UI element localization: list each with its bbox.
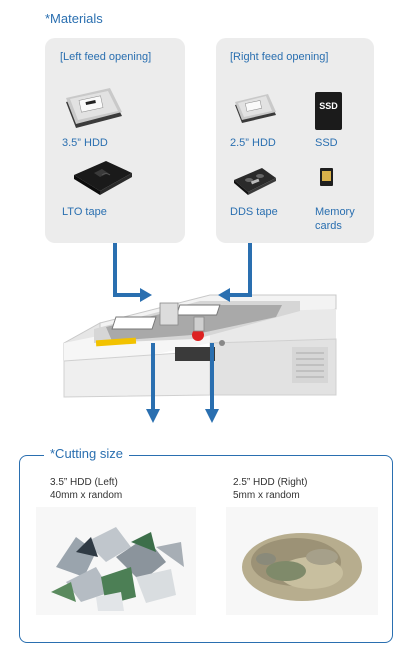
item-label-memory: Memory (315, 206, 355, 218)
item-label-lto-tape: LTO tape (62, 206, 107, 218)
left-feed-title: [Left feed opening] (60, 51, 152, 63)
shredded-2-5-hdd-image (226, 507, 378, 615)
item-label-ssd: SSD (315, 137, 338, 149)
hdd-icon (235, 94, 276, 123)
memory-card-icon (320, 168, 333, 186)
left-feed-panel (45, 38, 185, 243)
cutting-size-box (19, 455, 393, 643)
right-feed-panel (216, 38, 374, 243)
item-label-cards: cards (315, 220, 342, 232)
shredded-3-5-hdd-image (36, 507, 196, 615)
ssd-icon: SSD (315, 92, 342, 130)
cut-left-line2: 40mm x random (50, 490, 123, 501)
cut-right-line2: 5mm x random (233, 490, 300, 501)
right-feed-title: [Right feed opening] (230, 51, 329, 63)
cut-right-line1: 2.5” HDD (Right) (233, 477, 308, 488)
cut-left-line1: 3.5” HDD (Left) (50, 477, 118, 488)
item-label-dds-tape: DDS tape (230, 206, 278, 218)
item-label-3-5-hdd: 3.5” HDD (62, 137, 108, 149)
cutting-size-heading: *Cutting size (44, 446, 129, 461)
item-label-2-5-hdd: 2.5” HDD (230, 137, 276, 149)
tape-cartridge-icon (74, 161, 132, 195)
dds-tape-icon (234, 168, 276, 195)
hdd-icon (66, 88, 122, 128)
materials-heading: *Materials (45, 11, 103, 26)
shredder-illustration (63, 243, 337, 423)
